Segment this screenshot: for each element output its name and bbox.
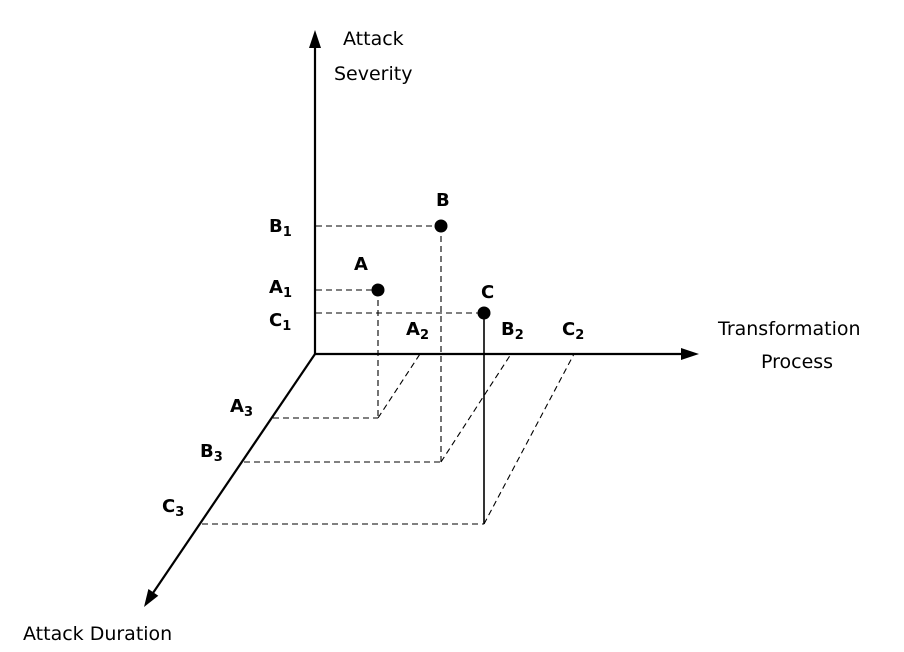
severity-axis-arrowhead <box>309 30 321 48</box>
a3-label: A3 <box>230 396 253 420</box>
duration-axis-title: Attack Duration <box>23 623 172 645</box>
c-process-projection <box>483 353 575 525</box>
process-axis-title-line2: Process <box>761 351 833 373</box>
c2-label: C2 <box>562 319 584 343</box>
duration-axis-arrowhead <box>144 589 159 607</box>
severity-axis-title-line2: Severity <box>334 63 412 85</box>
b2-label: B2 <box>501 319 524 343</box>
a1-label: A1 <box>269 277 292 301</box>
point-b-marker <box>434 219 448 233</box>
b1-label: B1 <box>269 216 292 240</box>
process-axis-title-line1: Transformation <box>717 318 861 340</box>
b-process-projection <box>440 353 512 463</box>
b3-label: B3 <box>200 441 223 465</box>
point-a-label: A <box>354 254 368 275</box>
duration-axis <box>152 353 316 594</box>
point-c-marker <box>477 306 491 320</box>
severity-axis-title-line1: Attack <box>343 28 404 50</box>
point-c-label: C <box>481 282 494 303</box>
c1-label: C1 <box>269 310 291 334</box>
a2-label: A2 <box>406 319 429 343</box>
point-b-label: B <box>436 190 450 211</box>
a-process-projection <box>377 353 421 419</box>
process-axis-arrowhead <box>681 348 699 360</box>
point-a-marker <box>371 283 385 297</box>
c3-label: C3 <box>162 496 184 520</box>
